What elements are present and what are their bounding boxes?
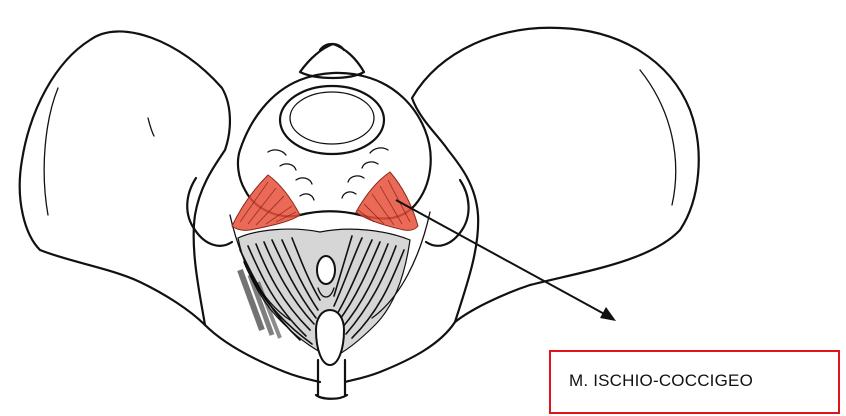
ischiococcygeus-right — [356, 172, 418, 230]
left-iliac-wing — [20, 31, 230, 325]
arrow-pointer — [396, 200, 616, 321]
muscle-label: M. ISCHIO-COCCIGEO — [569, 371, 753, 391]
levator-ani — [238, 229, 410, 365]
right-iliac-wing — [412, 28, 699, 322]
label-box: M. ISCHIO-COCCIGEO — [549, 350, 840, 414]
